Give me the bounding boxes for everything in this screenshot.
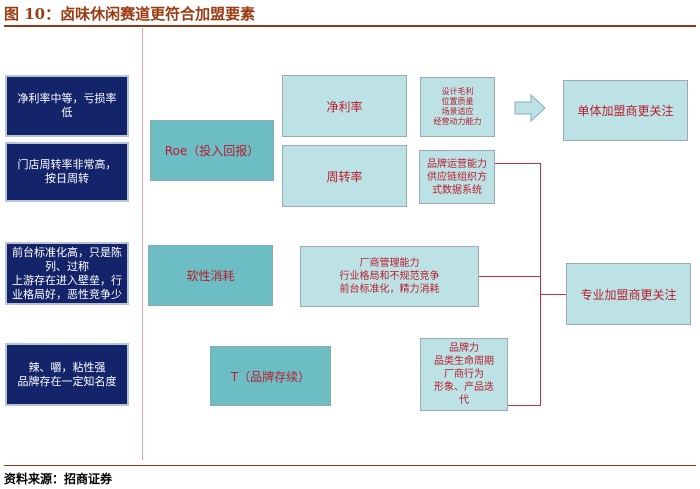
left-box-margin: 净利率中等，亏损率 低 (5, 75, 129, 137)
factor-roe: Roe（投入回报） (150, 120, 274, 181)
detail-net-margin: 设计毛利 位置质量 场景适应 经营动力能力 (420, 77, 495, 137)
factor-brand: T（品牌存续） (210, 346, 331, 406)
arrow-right-icon (514, 93, 546, 123)
sub-net-margin: 净利率 (282, 75, 407, 137)
bracket-pointer (540, 294, 566, 295)
title-rule (4, 25, 696, 27)
detail-soft: 厂商管理能力 行业格局和不规范竞争 前台标准化，精力消耗 (300, 246, 479, 307)
bracket-bottom (508, 405, 541, 406)
factor-soft: 软性消耗 (148, 245, 273, 306)
sub-turnover: 周转率 (282, 145, 407, 207)
divider (142, 28, 143, 460)
figure-title: 图 10：卤味休闲赛道更符合加盟要素 (4, 5, 256, 23)
bracket-top (495, 163, 541, 164)
bracket-vertical (540, 163, 541, 406)
outcome-single: 单体加盟商更关注 (563, 80, 688, 141)
source-note: 资料来源：招商证券 (4, 472, 113, 486)
left-box-standard: 前台标准化高，只是陈 列、过称 上游存在进入壁垒，行 业格局好，恶性竞争少 (5, 242, 129, 305)
outcome-pro: 专业加盟商更关注 (566, 263, 691, 325)
bracket-middle (479, 276, 541, 277)
detail-brand: 品牌力 品类生命周期 厂商行为 形象、产品迭 代 (420, 338, 508, 411)
left-box-turnover: 门店周转率非常高， 按日周转 (5, 142, 129, 202)
bottom-rule (4, 465, 696, 466)
detail-turnover: 品牌运营能力 供应链组织方 式数据系统 (419, 150, 495, 204)
left-box-brand: 辣、嚼，粘性强 品牌存在一定知名度 (5, 343, 129, 406)
